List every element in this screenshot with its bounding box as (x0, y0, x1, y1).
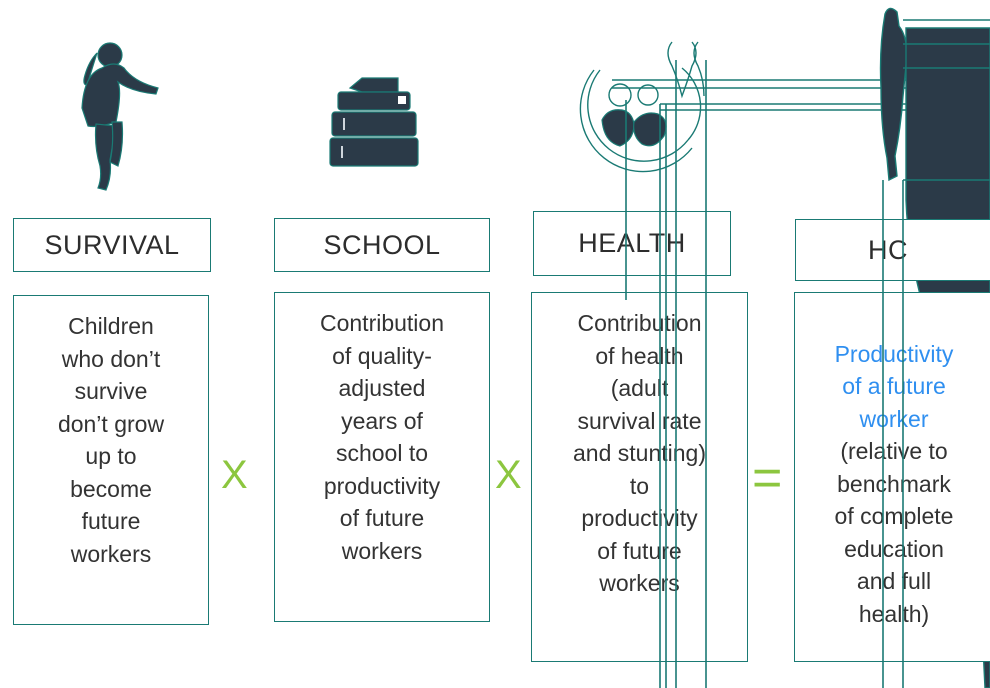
body-hc-highlight: Productivity of a future worker (834, 340, 954, 432)
header-hc: HC (795, 219, 990, 281)
header-survival-label: SURVIVAL (44, 229, 180, 260)
body-school: Contribution of quality- adjusted years … (274, 292, 490, 622)
body-school-text: Contribution of quality- adjusted years … (319, 310, 445, 564)
body-health: Contribution of health (adult survival r… (531, 292, 748, 662)
body-health-text: Contribution of health (adult survival r… (573, 310, 706, 596)
body-hc-text: (relative to benchmark of complete educa… (834, 438, 954, 627)
header-hc-label: HC (868, 234, 908, 265)
body-survival-text: Children who don’t survive don’t grow up… (57, 313, 165, 567)
header-school: SCHOOL (274, 218, 490, 272)
equals-operator: = (752, 449, 783, 507)
header-school-label: SCHOOL (323, 229, 441, 260)
body-survival: Children who don’t survive don’t grow up… (13, 295, 209, 625)
multiply-operator-2: X (495, 453, 522, 497)
header-health: HEALTH (533, 211, 731, 276)
header-survival: SURVIVAL (13, 218, 211, 272)
header-health-label: HEALTH (578, 228, 686, 258)
body-hc: Productivity of a future worker (relativ… (794, 292, 990, 662)
multiply-operator-1: X (221, 453, 248, 497)
